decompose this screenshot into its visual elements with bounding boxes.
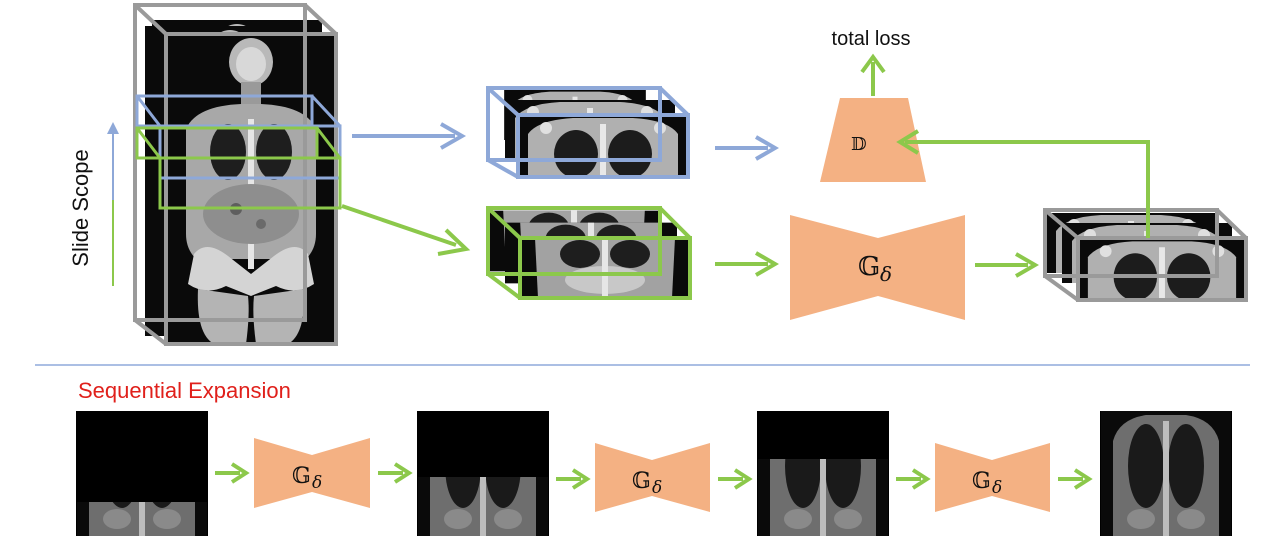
seq-generator-3-subscript: δ (992, 478, 1002, 498)
seq-arrow-5 (896, 468, 931, 490)
arrow-to-total-loss (860, 53, 886, 96)
seq-arrow-2 (378, 462, 413, 484)
seq-arrow-4 (718, 468, 753, 490)
real-slab-blue (486, 86, 690, 179)
generator-symbol: 𝔾 (858, 252, 880, 282)
blue-slab-selection (135, 94, 342, 180)
input-slab-green (486, 206, 692, 300)
arrow-green-slab-to-generator (715, 251, 779, 277)
generator-block (790, 215, 965, 320)
generator-subscript: δ (880, 262, 892, 286)
ct-volume (133, 3, 338, 346)
seq-generator-2-symbol: 𝔾 (632, 469, 651, 494)
seq-generator-3-symbol: 𝔾 (972, 469, 991, 494)
total-loss-label: total loss (832, 28, 911, 50)
generated-slab (1043, 208, 1248, 302)
step-3-unfilled-mask (757, 411, 889, 459)
seq-generator-1-subscript: δ (312, 473, 322, 493)
step-2-unfilled-mask (417, 411, 549, 477)
green-slab-selection (135, 126, 342, 210)
seq-generator-1-symbol: 𝔾 (292, 464, 311, 489)
sequential-expansion-title: Sequential Expansion (78, 378, 291, 403)
seq-arrow-1 (215, 462, 250, 484)
discriminator-block (820, 98, 926, 182)
step-1-unfilled-mask (76, 411, 208, 502)
seq-generator-3: 𝔾 δ (935, 443, 1050, 512)
arrow-volume-to-blue-slab (352, 122, 467, 150)
arrow-generator-to-output (975, 252, 1039, 278)
discriminator-label: 𝔻 (851, 134, 867, 155)
seq-generator-1: 𝔾 δ (254, 438, 370, 508)
generator-label: 𝔾 δ (858, 252, 892, 286)
seq-generator-2-subscript: δ (652, 478, 662, 498)
arrow-volume-to-green-slab (341, 204, 471, 256)
seq-generator-2: 𝔾 δ (595, 443, 710, 512)
arrow-output-to-discriminator (896, 129, 1150, 238)
slide-scope-indicator (107, 122, 119, 286)
seq-arrow-6 (1058, 468, 1093, 490)
sequential-step-4 (1100, 411, 1232, 536)
seq-arrow-3 (556, 468, 591, 490)
arrow-blue-slab-to-discriminator (715, 135, 779, 161)
slide-scope-label: Slide Scope (68, 149, 93, 266)
